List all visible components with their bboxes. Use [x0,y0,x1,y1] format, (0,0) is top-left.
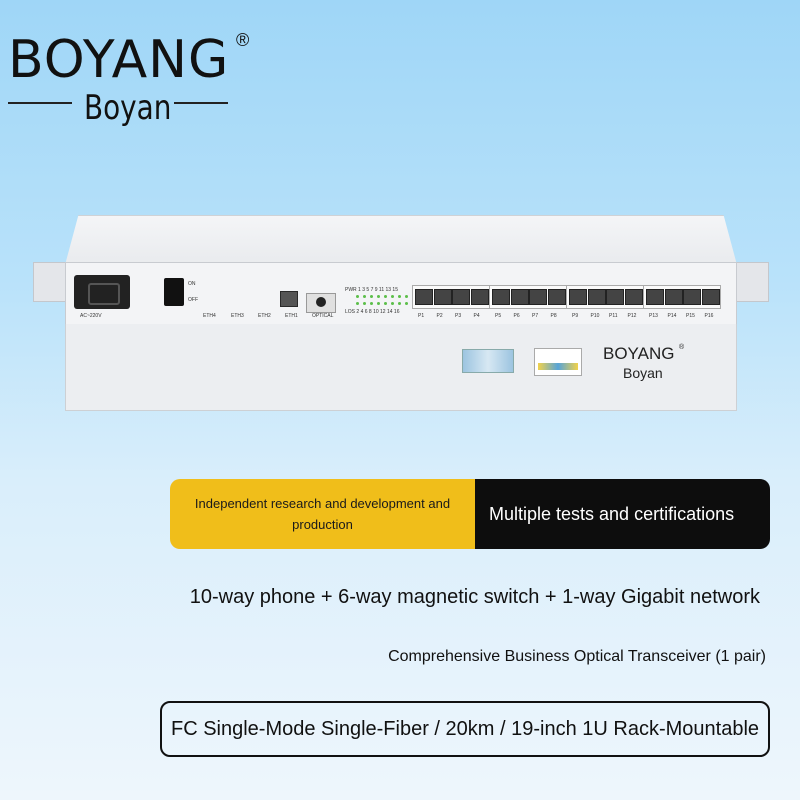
switch-off-label: OFF [188,297,198,303]
status-led [377,295,380,298]
optical-label: OPTICAL [312,313,334,319]
qc-sticker [534,348,582,376]
phone-port-p1 [415,289,433,305]
feature-line-1: 10-way phone + 6-way magnetic switch + 1… [189,586,760,608]
device-body: BOYANG ® Boyan [65,324,737,411]
rack-ear-right [735,262,769,302]
device-front-panel: AC~220V ON OFF ETH4 ETH3 ETH2 ETH1 OPTIC… [65,262,737,326]
banner-right-text: Multiple tests and certifications [489,503,735,524]
status-led [384,295,387,298]
status-led [391,295,394,298]
device-logo-wordmark: BOYANG [603,344,675,363]
banner-yellow: Independent research and development and… [170,479,475,549]
phone-port-label: P15 [686,313,695,319]
banner-left-text: Independent research and development and… [194,496,451,532]
phone-port-label: P9 [572,313,579,319]
led-row-bottom-label: LOS 2 4 6 8 10 12 14 16 [345,309,400,315]
status-led [391,302,394,305]
phone-port-label: P1 [418,313,425,319]
status-led [398,302,401,305]
status-led [405,302,408,305]
phone-port-label: P8 [550,313,557,319]
optical-port [306,293,336,313]
eth4-label: ETH4 [203,313,216,319]
device-logo-subtitle: Boyan [623,365,663,381]
banner-black: Multiple tests and certifications [475,479,770,549]
logo-subtitle: Boyan [84,88,172,128]
status-led [356,302,359,305]
phone-port-p2 [433,289,452,305]
rack-ear-left [33,262,67,302]
phone-port-p12 [624,289,643,305]
phone-port-p5 [492,289,510,305]
switch-on-label: ON [188,281,196,287]
phone-port-label: P12 [627,313,637,319]
logo-rule-left [8,102,72,104]
led-row-top-label: PWR 1 3 5 7 9 11 13 15 [345,287,398,293]
eth3-label: ETH3 [231,313,244,319]
logo-rule-right [174,102,228,104]
phone-port-p13 [646,289,664,305]
power-label: AC~220V [80,313,102,319]
eth2-label: ETH2 [258,313,271,319]
eth1-port [280,291,298,307]
logo-wordmark: BOYANG [8,30,230,90]
eth1-label: ETH1 [285,313,298,319]
phone-port-p6 [510,289,529,305]
phone-port-label: P5 [495,313,502,319]
phone-port-p16 [701,289,720,305]
status-led [356,295,359,298]
phone-port-label: P4 [473,313,480,319]
status-led [405,295,408,298]
phone-port-label: P16 [704,313,714,319]
phone-port-p11 [606,289,624,305]
phone-port-p4 [470,289,489,305]
spec-pill: FC Single-Mode Single-Fiber / 20km / 19-… [160,701,770,757]
phone-port-p8 [547,289,566,305]
feature-line-2: Comprehensive Business Optical Transceiv… [388,648,766,665]
device-top-panel [65,215,737,265]
phone-port-label: P14 [667,313,677,319]
certification-sticker [462,349,514,373]
power-socket [74,275,130,309]
brand-logo: BOYANG ® Boyan [8,30,258,130]
phone-port-p7 [529,289,547,305]
status-led [377,302,380,305]
feature-line-3: FC Single-Mode Single-Fiber / 20km / 19-… [170,717,760,740]
phone-port-label: P6 [513,313,520,319]
status-led [370,295,373,298]
phone-port-p15 [683,289,701,305]
phone-port-p14 [664,289,683,305]
phone-port-label: P7 [532,313,539,319]
phone-port-label: P3 [455,313,462,319]
status-led [370,302,373,305]
device-logo-registered: ® [679,344,685,351]
status-led [398,295,401,298]
phone-port-p10 [587,289,606,305]
phone-port-label: P2 [436,313,443,319]
phone-port-label: P11 [609,313,618,319]
status-led [363,302,366,305]
status-led [384,302,387,305]
phone-port-label: P13 [649,313,658,319]
phone-port-p3 [452,289,470,305]
device-logo: BOYANG ® Boyan [603,344,693,384]
status-led [363,295,366,298]
phone-port-p9 [569,289,587,305]
phone-port-label: P10 [590,313,600,319]
power-switch [164,278,184,306]
registered-mark: ® [236,30,250,50]
qc-sticker-strip [538,363,578,370]
feature-banner: Independent research and development and… [170,479,770,549]
